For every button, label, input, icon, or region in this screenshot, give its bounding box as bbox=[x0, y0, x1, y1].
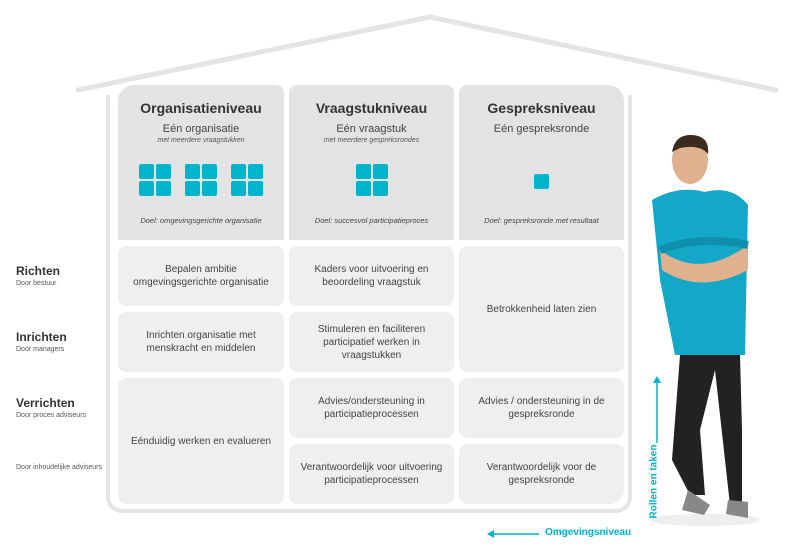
column-subtitle-detail: met meerdere vraagstukken bbox=[157, 137, 245, 144]
cell: Stimuleren en faciliteren participatief … bbox=[289, 312, 454, 372]
column-subtitle: Eén organisatie bbox=[162, 123, 240, 135]
column-title: Vraagstukniveau bbox=[315, 100, 428, 116]
person-illustration bbox=[650, 134, 760, 526]
column-goal: Doel: succesvol participatieproces bbox=[314, 216, 429, 225]
cell: Betrokkenheid laten zien bbox=[459, 246, 624, 372]
grid-icon bbox=[355, 164, 388, 196]
arrow-up-icon bbox=[653, 376, 661, 443]
column-subtitle-detail: met meerdere gespreksrondes bbox=[323, 137, 420, 144]
column-goal: Doel: gespreksronde met resultaat bbox=[484, 216, 599, 225]
arrow-left-icon bbox=[487, 530, 539, 538]
cell: Verantwoordelijk voor uitvoering partici… bbox=[289, 444, 454, 504]
block-icons bbox=[459, 174, 624, 189]
block-icons bbox=[118, 164, 284, 196]
grid-icon bbox=[139, 164, 171, 196]
grid-icon bbox=[185, 164, 217, 196]
axis-label-vertical: Rollen en taken bbox=[648, 444, 660, 519]
cell: Advies/ondersteuning in participatieproc… bbox=[289, 378, 454, 438]
cell: Verantwoordelijk voor de gespreksronde bbox=[459, 444, 624, 504]
square-icon bbox=[534, 174, 549, 189]
axis-label-horizontal: Omgevingsniveau bbox=[545, 527, 632, 538]
column-goal: Doel: omgevingsgerichte organisatie bbox=[140, 216, 262, 225]
role-inhoudelijk: Door inhoudelijke adviseurs bbox=[16, 464, 102, 471]
cell: Kaders voor uitvoering en beoordeling vr… bbox=[289, 246, 454, 306]
cell: Eénduidig werken en evalueren bbox=[118, 378, 284, 504]
column-subtitle: Eén gespreksronde bbox=[493, 123, 590, 135]
column-subtitle: Eén vraagstuk bbox=[336, 123, 407, 135]
house-frame bbox=[106, 95, 632, 513]
column-title: Gespreksniveau bbox=[487, 100, 596, 116]
column-title: Organisatieniveau bbox=[140, 100, 262, 116]
cell: Inrichten organisatie met menskracht en … bbox=[118, 312, 284, 372]
column-header-organisatie: Organisatieniveau Eén organisatie met me… bbox=[118, 85, 284, 240]
column-header-gesprek: Gespreksniveau Eén gespreksronde Doel: g… bbox=[459, 85, 624, 240]
grid-icon bbox=[231, 164, 263, 196]
column-header-vraagstuk: Vraagstukniveau Eén vraagstuk met meerde… bbox=[289, 85, 454, 240]
cell: Advies / ondersteuning in de gespreksron… bbox=[459, 378, 624, 438]
cell: Bepalen ambitie omgevingsgerichte organi… bbox=[118, 246, 284, 306]
block-icons bbox=[289, 164, 454, 196]
